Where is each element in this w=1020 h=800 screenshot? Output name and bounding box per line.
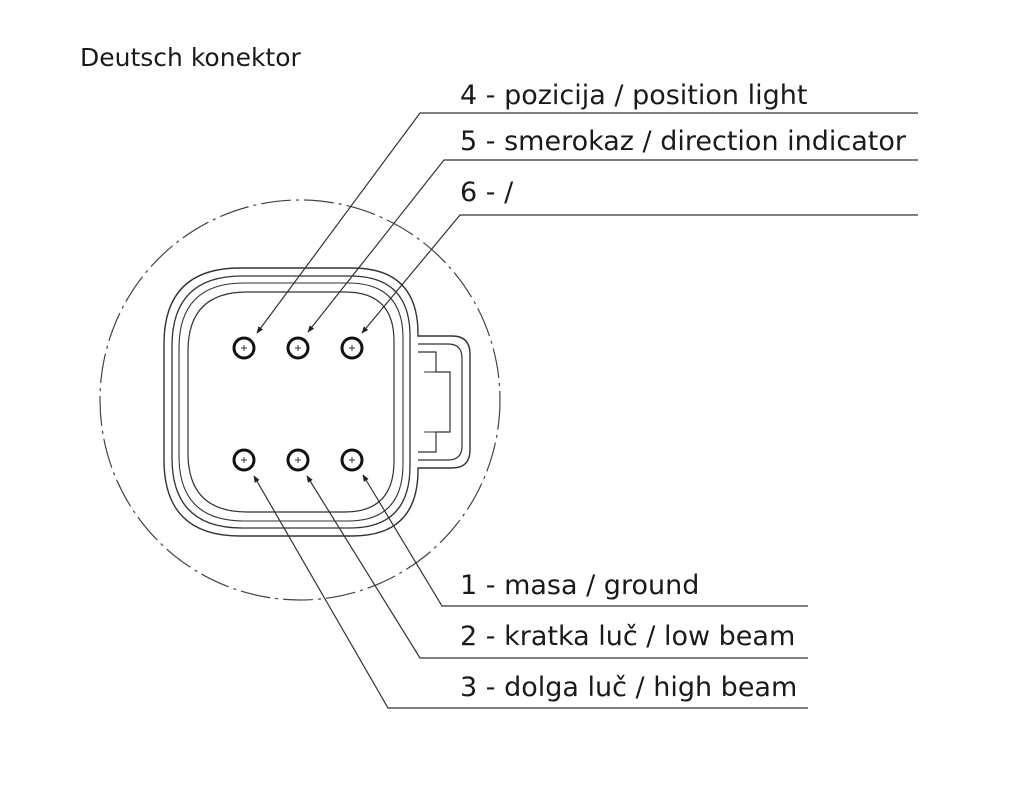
- label-pin-3: 3 - dolga luč / high beam: [460, 672, 797, 703]
- label-pin-2: 2 - kratka luč / low beam: [460, 621, 795, 652]
- connector-housing: [163, 267, 471, 537]
- pin-6: [340, 336, 364, 360]
- pin-4: [232, 336, 256, 360]
- leader-pin-6: [361, 214, 918, 334]
- leader-pin-2: [306, 475, 808, 659]
- label-pin-6: 6 - /: [460, 177, 514, 208]
- outer-dashed-circle: [99, 199, 501, 601]
- label-pin-4: 4 - pozicija / position light: [460, 80, 807, 111]
- leader-pin-1: [362, 474, 808, 607]
- pin-3: [232, 448, 256, 472]
- leader-pin-4: [256, 112, 918, 334]
- bottom-labels: 1 - masa / ground 2 - kratka luč / low b…: [460, 570, 797, 703]
- leader-lines: [253, 112, 918, 709]
- pin-2: [286, 448, 310, 472]
- diagram-title: Deutsch konektor: [80, 43, 302, 72]
- pin-group: [232, 336, 364, 472]
- pin-5: [286, 336, 310, 360]
- label-pin-1: 1 - masa / ground: [460, 570, 699, 601]
- label-pin-5: 5 - smerokaz / direction indicator: [460, 126, 907, 157]
- leader-pin-3: [253, 475, 808, 709]
- pin-1: [340, 448, 364, 472]
- top-labels: 4 - pozicija / position light 5 - smerok…: [460, 80, 907, 208]
- leader-pin-5: [307, 159, 918, 333]
